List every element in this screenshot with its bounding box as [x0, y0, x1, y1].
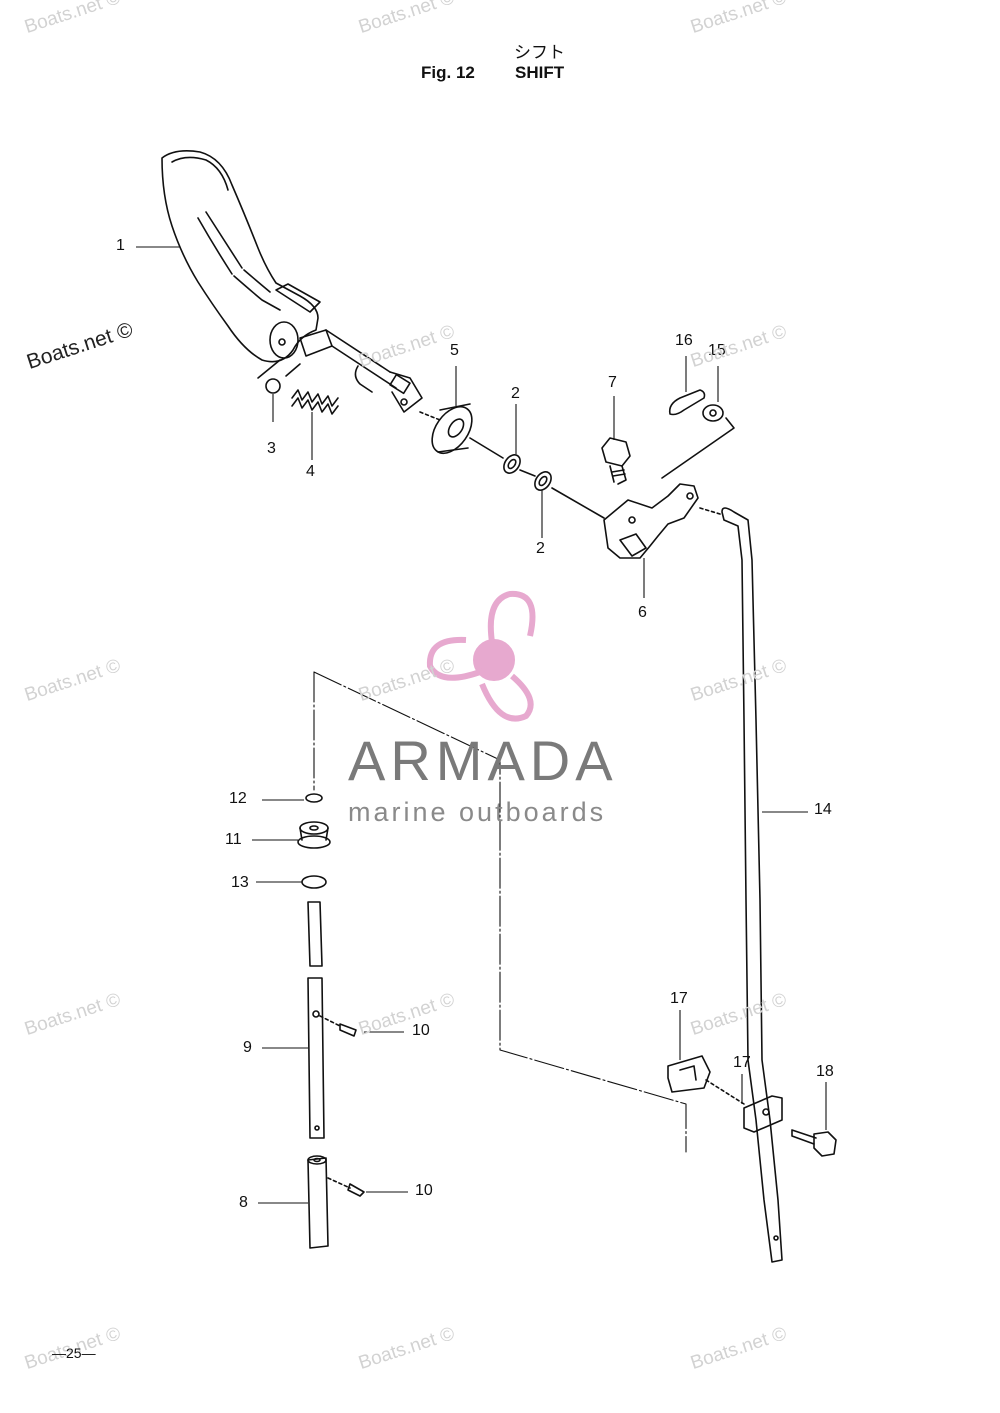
part-washer-b — [534, 471, 552, 491]
callout-9: 9 — [243, 1039, 252, 1056]
callout-15: 15 — [708, 342, 726, 359]
part-pin-a — [339, 1023, 357, 1037]
part-rod-holder-a — [667, 1055, 711, 1093]
part-bolt — [601, 437, 631, 485]
part-clip — [668, 389, 706, 416]
page-number: —25— — [52, 1345, 96, 1361]
part-small-washer — [702, 404, 724, 422]
part-shift-shaft — [307, 901, 325, 1139]
callout-2: 2 — [536, 540, 545, 557]
callout-3: 3 — [267, 440, 276, 457]
callout-10: 10 — [412, 1022, 430, 1039]
callout-11: 11 — [225, 831, 242, 848]
part-shift-rod — [721, 507, 783, 1263]
part-rod-holder-b — [743, 1095, 783, 1133]
part-circlip — [301, 875, 327, 889]
part-shift-shaft-lower — [307, 1155, 329, 1249]
brand-name: ARMADA — [348, 729, 618, 792]
part-shift-arm — [603, 483, 699, 559]
brand-tagline: marine outboards — [348, 797, 607, 827]
callout-1: 1 — [116, 237, 125, 254]
part-ball — [265, 378, 281, 394]
part-grommet — [297, 821, 331, 849]
callout-17: 17 — [670, 990, 688, 1007]
part-washer-a — [503, 454, 521, 474]
part-spring — [291, 389, 339, 415]
part-pin-b — [347, 1183, 365, 1197]
figure-number: Fig. 12 — [421, 63, 475, 82]
callout-4: 4 — [306, 463, 315, 480]
figure-title: SHIFT — [515, 63, 565, 82]
callout-5: 5 — [450, 342, 459, 359]
callout-12: 12 — [229, 790, 247, 807]
figure-title-japanese: シフト — [514, 43, 565, 63]
callout-18: 18 — [816, 1063, 834, 1080]
callout-6: 6 — [638, 604, 647, 621]
callout-8: 8 — [239, 1194, 248, 1211]
callout-2: 2 — [511, 385, 520, 402]
callout-13: 13 — [231, 874, 249, 891]
part-shift-lever — [161, 150, 423, 413]
callout-10: 10 — [415, 1182, 433, 1199]
callout-17: 17 — [733, 1054, 751, 1071]
propeller-logo-icon — [426, 590, 536, 722]
callout-16: 16 — [675, 332, 693, 349]
callout-14: 14 — [814, 801, 832, 818]
callout-7: 7 — [608, 374, 617, 391]
part-bolt-b — [791, 1129, 837, 1157]
part-large-washer — [431, 403, 473, 454]
part-o-ring — [305, 793, 323, 803]
